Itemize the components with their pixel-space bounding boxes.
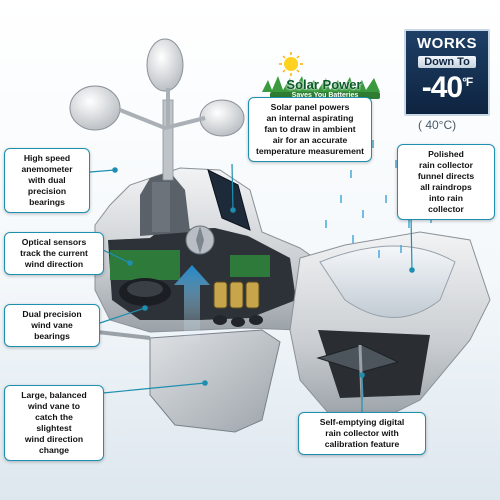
badge-temp-unit: °F <box>462 75 473 89</box>
solar-panel <box>207 169 251 231</box>
callout-rain-collector: Self-emptying digital rain collector wit… <box>298 412 426 455</box>
badge-temperature: -40°F <box>406 71 488 105</box>
callout-vane-bearings: Dual precision wind vane bearings <box>4 304 100 347</box>
solar-power-subtitle: Saves You Batteries <box>270 92 380 99</box>
callout-anemometer: High speed anemometer with dual precisio… <box>4 148 90 213</box>
airflow-arrow <box>174 265 210 345</box>
callout-rain-funnel: Polished rain collector funnel directs a… <box>397 144 495 220</box>
solar-power-title: Solar Power <box>286 77 362 92</box>
badge-works: WORKS <box>417 35 477 52</box>
badge-temp-value: -40 <box>421 71 463 104</box>
anemometer-cup <box>146 38 184 92</box>
tipping-bucket <box>316 344 400 373</box>
badge-down-to: Down To <box>418 56 476 68</box>
temperature-badge: WORKS Down To -40°F <box>404 29 490 116</box>
solar-power-logo <box>262 52 380 92</box>
callout-solar-panel: Solar panel powers an internal aspiratin… <box>248 97 372 162</box>
circuit-board <box>110 250 180 280</box>
badge-celsius: ( 40°C) <box>418 118 457 132</box>
callout-wind-vane: Large, balanced wind vane to catch the s… <box>4 385 104 461</box>
callout-optical-sensors: Optical sensors track the current wind d… <box>4 232 104 275</box>
battery <box>213 281 228 309</box>
wind-vane <box>149 329 281 433</box>
rain-funnel <box>319 245 456 318</box>
